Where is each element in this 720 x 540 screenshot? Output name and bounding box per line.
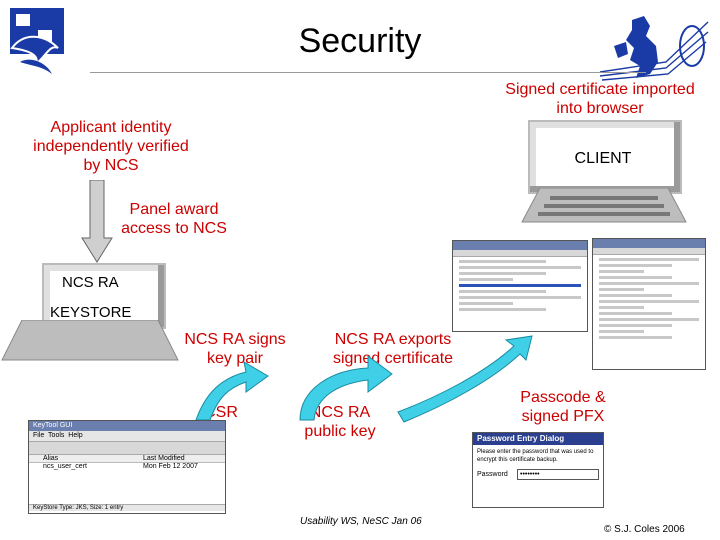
dolphin-logo	[10, 8, 64, 74]
client-label: CLIENT	[574, 150, 632, 167]
password-input[interactable]: ••••••••	[517, 469, 599, 480]
footer-left: Usability WS, NeSC Jan 06	[300, 516, 422, 527]
arrow-3	[397, 335, 533, 423]
uk-map-logo	[599, 16, 709, 81]
menu-help[interactable]: Help	[68, 432, 83, 439]
password-prompt: Please enter the password that was used …	[477, 449, 594, 463]
signed-imported-label: Signed certificate imported into browser	[505, 81, 695, 117]
keystore-label: KEYSTORE	[50, 304, 132, 321]
title-underline	[90, 72, 646, 73]
ncs-ra-monitor-base	[1, 320, 179, 361]
password-dialog-title: Password Entry Dialog	[473, 433, 603, 445]
certificate-manager-window	[452, 240, 588, 332]
client-monitor-screen	[528, 120, 682, 194]
column-last-modified[interactable]: Last Modified	[143, 455, 185, 462]
arrow-1	[195, 361, 269, 421]
keytool-title: KeyTool GUI	[29, 421, 225, 431]
row-date: Mon Feb 12 2007	[143, 463, 198, 470]
public-key-label: NCS RA public key	[304, 404, 376, 440]
keytool-status: KeyStore Type: JKS, Size: 1 entry	[29, 504, 225, 511]
column-alias[interactable]: Alias	[43, 455, 59, 462]
menu-tools[interactable]: Tools	[48, 432, 65, 439]
row-alias: ncs_user_cert	[43, 463, 87, 470]
passcode-label: Passcode & signed PFX	[520, 389, 606, 425]
panel-award-label: Panel award access to NCS	[121, 201, 227, 237]
page-title: Security	[298, 22, 422, 60]
table-row[interactable]: ncs_user_cert Mon Feb 12 2007	[29, 463, 225, 470]
down-arrow	[81, 180, 113, 263]
applicant-label: Applicant identity independently verifie…	[33, 119, 189, 174]
footer-right: © S.J. Coles 2006	[604, 524, 685, 535]
password-label: Password	[477, 471, 508, 478]
client-monitor-base	[521, 188, 687, 223]
menu-file[interactable]: File	[33, 432, 45, 439]
arrow-2	[299, 355, 393, 421]
signs-key-pair-label: NCS RA signs key pair	[184, 331, 286, 367]
password-dialog: Password Entry Dialog Please enter the p…	[472, 432, 604, 508]
ncs-ra-label: NCS RA	[62, 274, 119, 291]
exports-label: NCS RA exports signed certificate	[332, 331, 454, 367]
keytool-window: KeyTool GUI File Tools Help Alias Last M…	[28, 420, 226, 514]
certificate-details-window	[592, 238, 706, 370]
